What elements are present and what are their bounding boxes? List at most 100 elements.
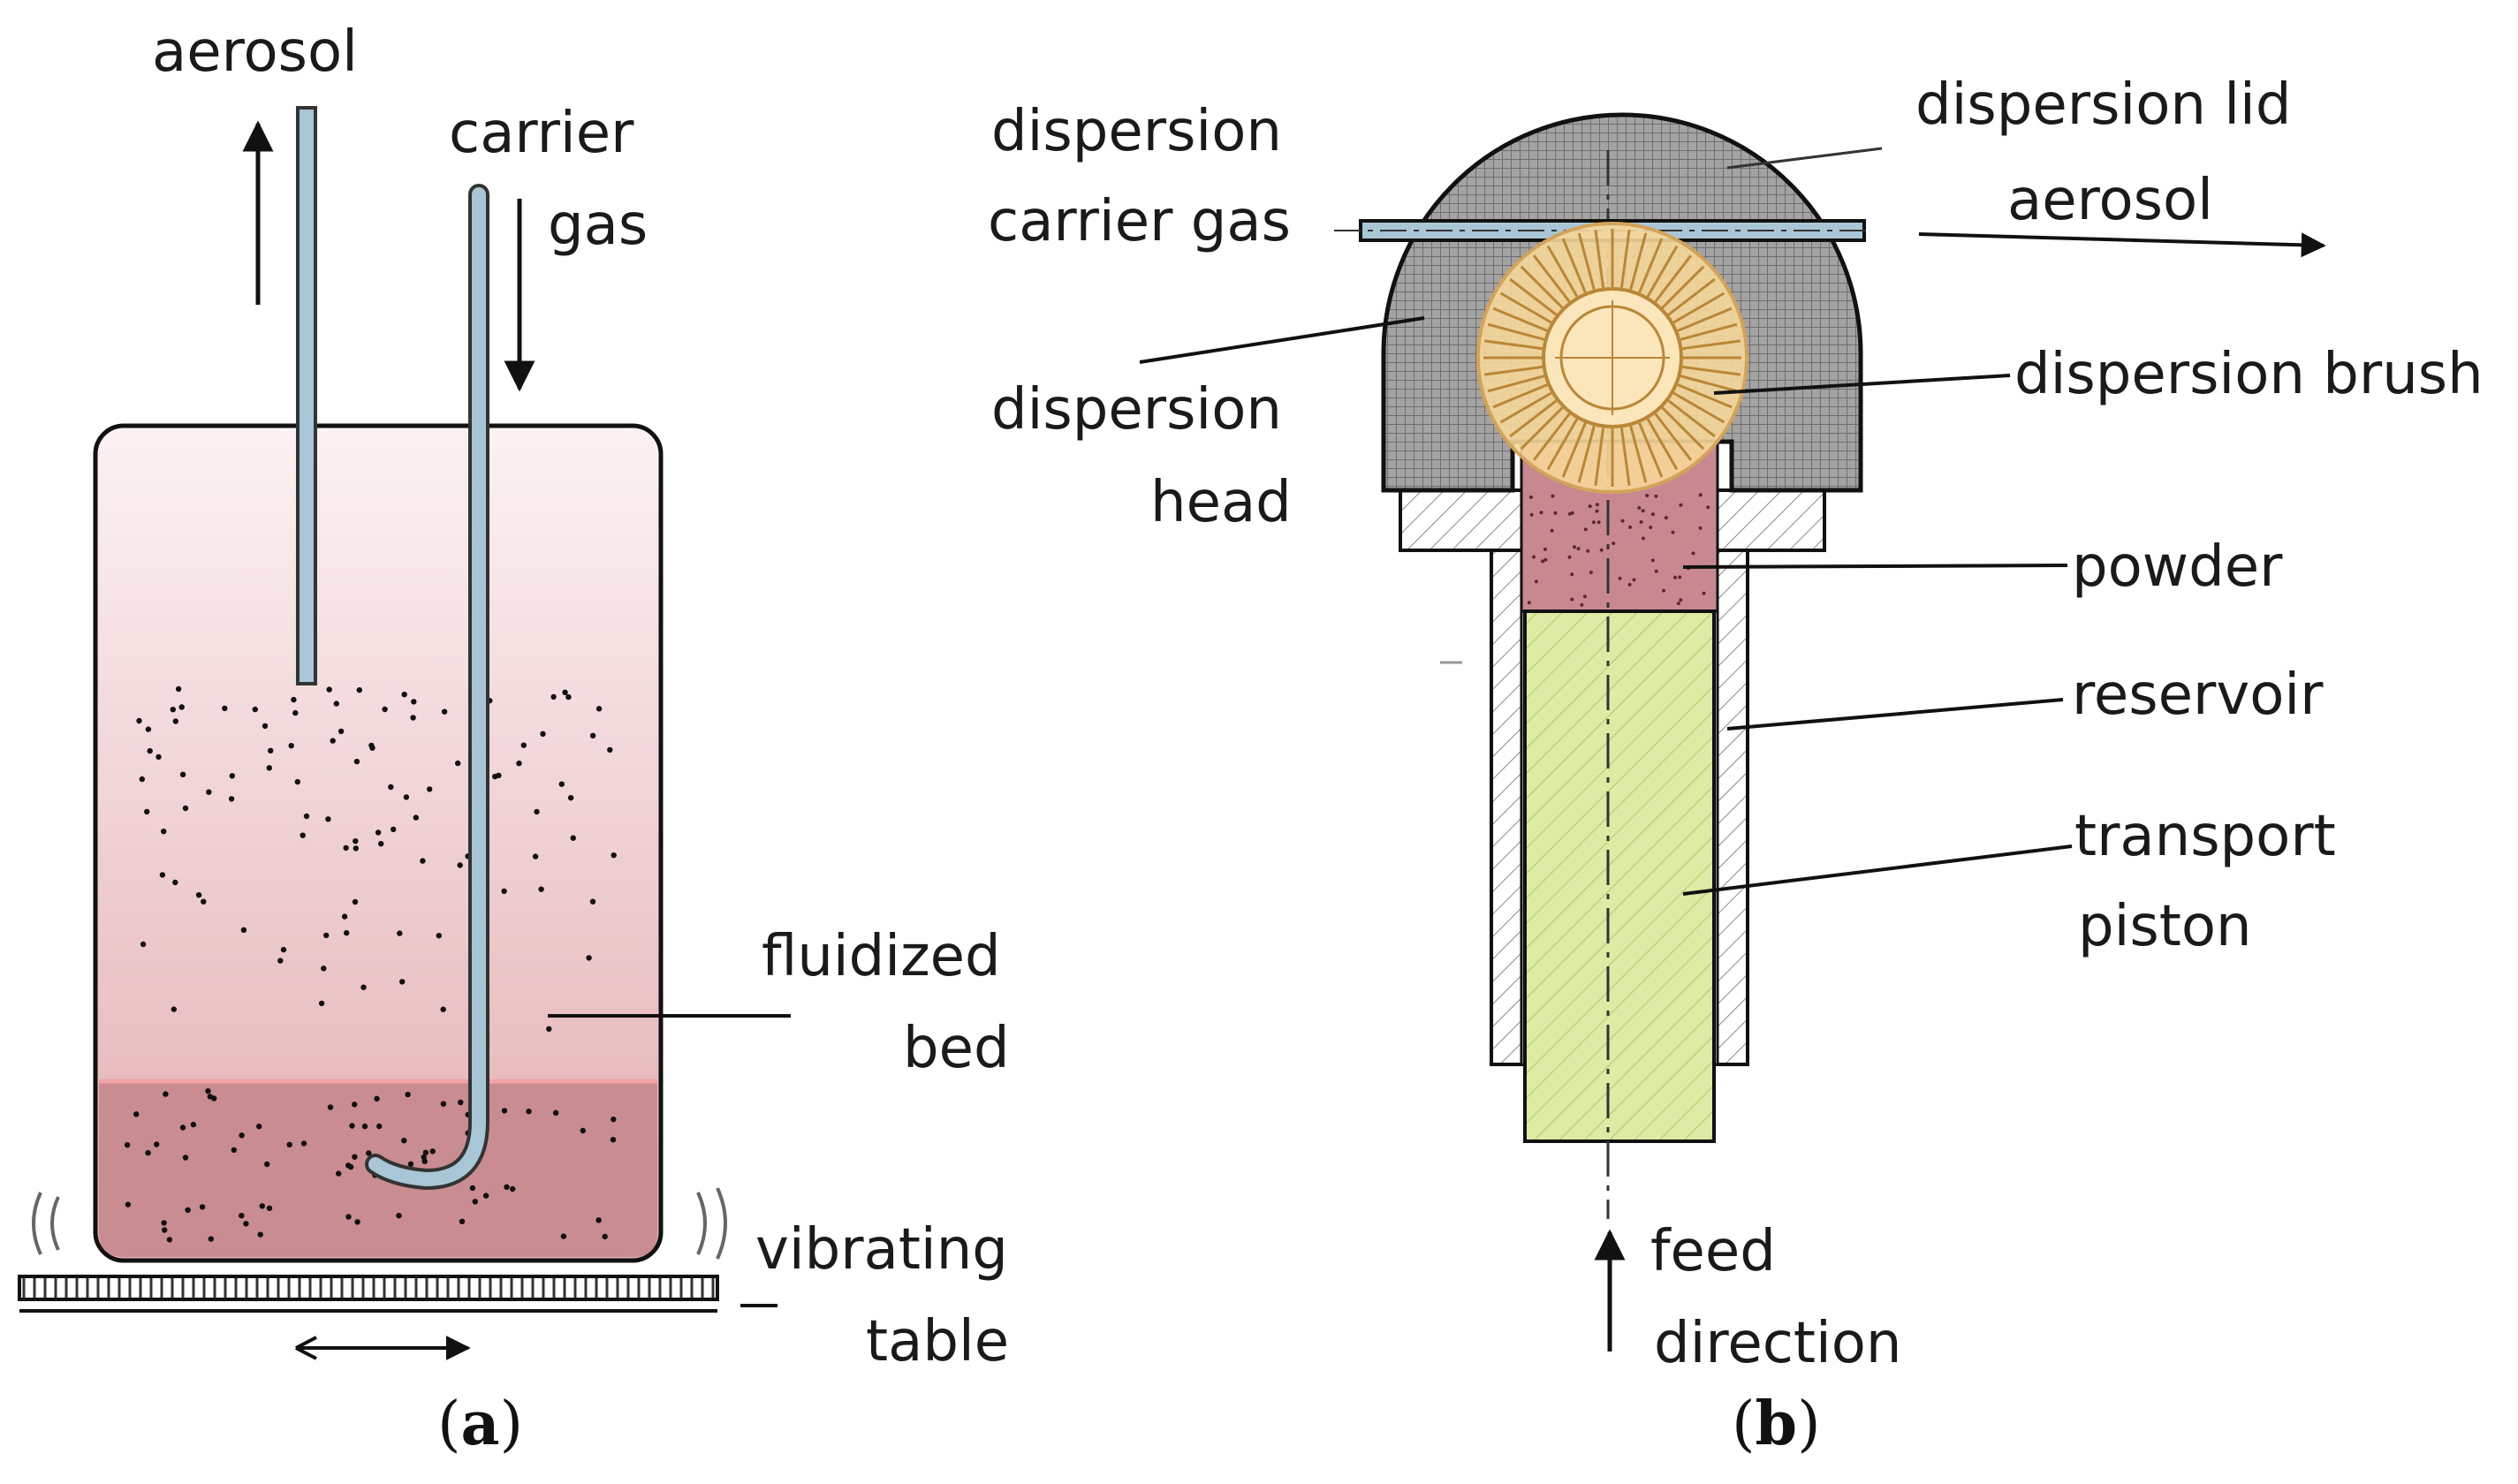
particle	[206, 789, 212, 795]
particle	[326, 686, 332, 693]
particle	[333, 700, 339, 707]
particle	[411, 699, 417, 705]
particle	[611, 852, 617, 859]
particle	[172, 718, 178, 724]
particle	[440, 1101, 447, 1107]
powder-particle	[1637, 505, 1642, 510]
particle	[259, 1203, 265, 1209]
particle	[532, 853, 539, 859]
brush-bristle	[1520, 265, 1564, 309]
particle	[510, 1185, 516, 1192]
powder-particle	[1591, 520, 1596, 525]
particle	[382, 706, 388, 713]
particle	[552, 1109, 559, 1117]
powder-particle	[1570, 511, 1574, 515]
powder-particle	[1678, 575, 1682, 579]
particle	[195, 892, 202, 898]
brush-bristle	[1532, 413, 1571, 461]
particle	[318, 1000, 325, 1007]
vibration-marks	[32, 1187, 727, 1260]
brush-bristle	[1577, 425, 1596, 483]
brush-bristle	[1680, 375, 1738, 393]
label-reservoir: reservoir	[2072, 662, 2324, 728]
brush-bristle	[1509, 399, 1558, 438]
particle	[222, 705, 228, 712]
particle	[562, 689, 568, 695]
particle	[166, 1237, 173, 1243]
powder-particle	[1589, 571, 1593, 574]
particle	[201, 898, 207, 905]
brush-bristle	[1561, 422, 1587, 478]
particle	[407, 1161, 414, 1168]
leader-dispersion-lid	[1726, 147, 1883, 170]
powder-particle	[1588, 504, 1592, 509]
powder-particle	[1527, 601, 1531, 605]
powder-particle	[1553, 511, 1558, 515]
powder-particle	[1671, 530, 1675, 534]
panel-b: dispersion carrier gas dispersion lid ae…	[988, 72, 2484, 1459]
brush-bristle	[1532, 254, 1571, 303]
particle	[353, 845, 359, 852]
powder-particle	[1679, 503, 1683, 507]
particle	[239, 1213, 245, 1219]
label-transport-piston-line1: transport	[2074, 804, 2336, 869]
aerosol-out-arrow	[1918, 232, 2326, 258]
particle	[327, 1104, 334, 1110]
particle	[401, 692, 407, 698]
brush-bristle	[1680, 322, 1738, 341]
particle	[397, 930, 403, 936]
powder-particle	[1528, 495, 1533, 499]
label-carrier-gas-line1: carrier	[449, 101, 634, 166]
particle	[607, 746, 613, 753]
brush-bristle	[1561, 238, 1587, 293]
particle	[376, 1123, 383, 1130]
leader-dispersion-brush	[1713, 374, 2011, 395]
label-transport-piston-line2: piston	[2078, 894, 2252, 959]
label-dispersion-lid: dispersion lid	[1915, 72, 2291, 138]
brush-bristle	[1638, 422, 1664, 478]
leader-transport-piston	[1682, 844, 2073, 896]
particle	[550, 693, 557, 700]
aerosol-outlet-tube	[296, 106, 317, 685]
particle	[349, 1123, 355, 1129]
brush-bristle	[1619, 428, 1631, 486]
particle	[207, 1094, 213, 1100]
particle	[602, 1233, 608, 1240]
particle	[422, 1149, 429, 1156]
powder-particles	[1527, 493, 1710, 607]
label-dispersion-carrier-gas-line2: carrier gas	[988, 189, 1291, 254]
brush-bristle	[1594, 230, 1605, 288]
label-dispersion-head-line1: dispersion	[991, 377, 1282, 443]
powder-particle	[1632, 578, 1636, 582]
particle	[252, 706, 258, 713]
particle	[558, 781, 565, 787]
powder-particle	[1529, 512, 1534, 517]
particle	[458, 1099, 464, 1106]
brush-bristle	[1638, 238, 1664, 293]
powder-particle	[1567, 555, 1572, 559]
brush-bristle	[1646, 245, 1679, 298]
particle	[338, 728, 345, 735]
particle	[231, 1147, 237, 1154]
particle	[374, 1095, 380, 1102]
particle	[421, 1158, 428, 1164]
brush-bristle	[1654, 254, 1693, 303]
particle	[595, 706, 603, 712]
particle	[266, 1205, 273, 1212]
particle	[586, 955, 592, 961]
powder-particle	[1628, 525, 1633, 529]
brush-bristle	[1499, 391, 1552, 424]
particle	[457, 862, 463, 868]
particle	[162, 1227, 168, 1233]
powder-particle	[1595, 509, 1599, 513]
particle	[179, 771, 186, 777]
particle	[292, 709, 299, 716]
particle	[413, 814, 419, 821]
powder-particle	[1612, 541, 1616, 546]
particle	[161, 829, 167, 835]
powder-particle	[1649, 526, 1653, 529]
brush-bristle	[1682, 365, 1741, 376]
particle	[286, 1141, 292, 1148]
brush-bristle	[1546, 245, 1579, 298]
